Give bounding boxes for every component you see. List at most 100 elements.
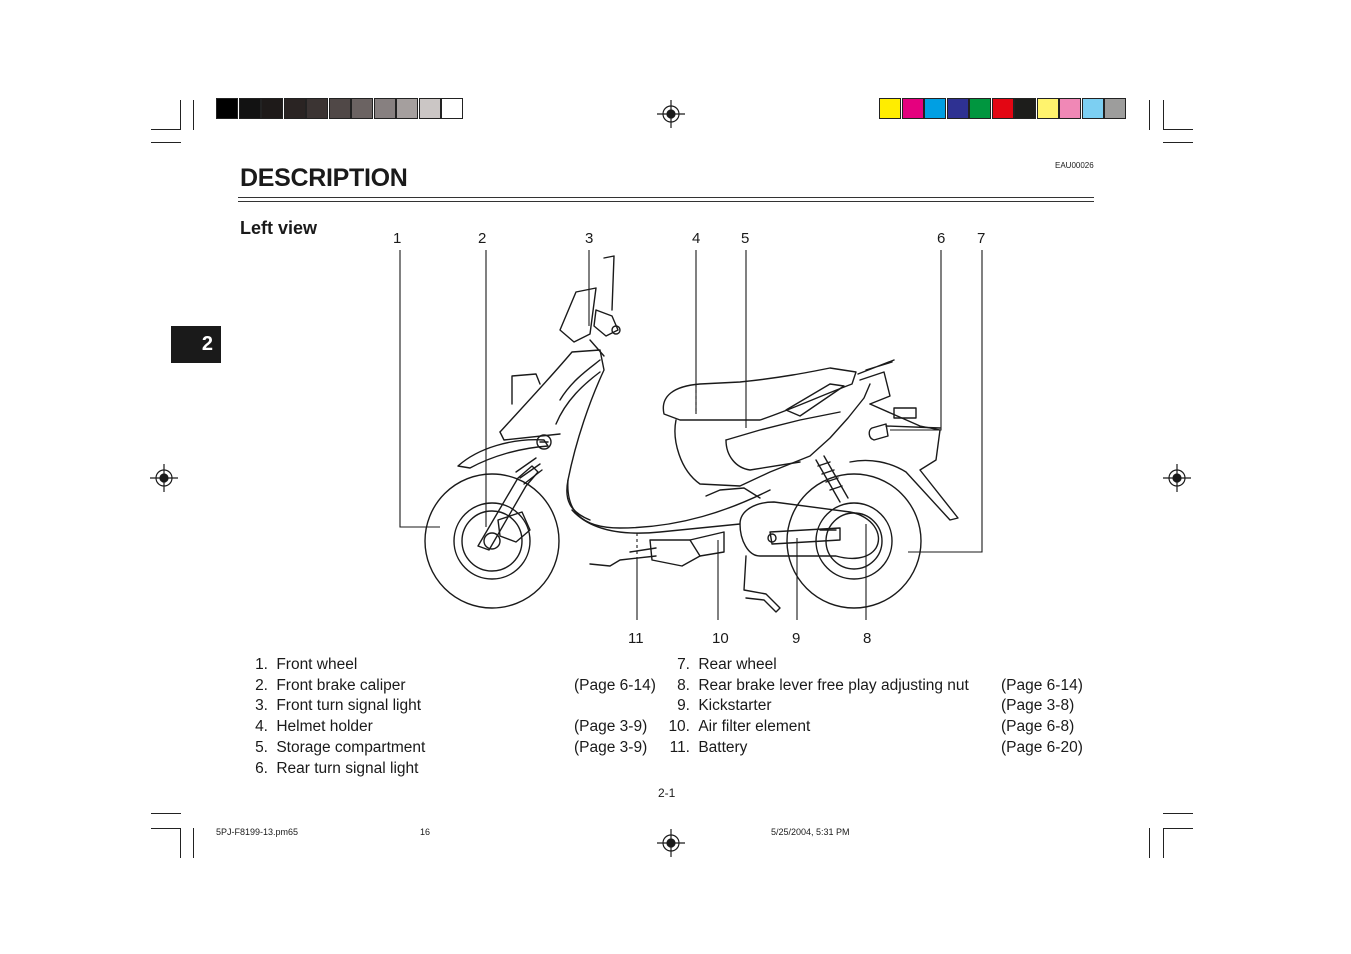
- color-swatch: [901, 98, 924, 119]
- legend-item: 4. Helmet holder: [242, 718, 373, 736]
- color-swatch: [351, 98, 373, 119]
- front-fender: [457, 439, 549, 469]
- color-swatch: [946, 98, 969, 119]
- callout-number: 7: [977, 230, 986, 247]
- legend-label: Front turn signal light: [276, 697, 422, 714]
- page-number: 2-1: [658, 786, 676, 800]
- title-rule: [238, 197, 1094, 198]
- rear-turn-signal: [868, 407, 941, 441]
- registration-target-icon: [1163, 464, 1191, 492]
- callout-number: 4: [692, 230, 701, 247]
- title-rule: [238, 201, 1094, 202]
- kickstand: [743, 555, 781, 613]
- callout-number: 5: [741, 230, 750, 247]
- legend-page-ref: (Page 3-9): [574, 718, 648, 735]
- color-swatch: [991, 98, 1014, 119]
- callout-number: 1: [393, 230, 402, 247]
- callout-number: 8: [863, 630, 872, 647]
- legend-label: Rear brake lever free play adjusting nut: [698, 677, 969, 694]
- callout-number: 9: [792, 630, 801, 647]
- section-tab: 2: [171, 326, 221, 363]
- color-swatch: [1104, 98, 1126, 119]
- color-swatch: [924, 98, 946, 119]
- legend-item: 2. Front brake caliper: [242, 677, 406, 695]
- legend-number: 10.: [668, 718, 690, 735]
- legend-page-ref: (Page 6-8): [1001, 718, 1075, 735]
- legend-item: 8. Rear brake lever free play adjusting …: [664, 677, 969, 695]
- legend-label: Kickstarter: [698, 697, 772, 714]
- front-body: [499, 349, 605, 521]
- legend-label: Air filter element: [698, 718, 811, 735]
- registration-target-icon: [150, 464, 178, 492]
- legend-label: Front wheel: [276, 656, 358, 673]
- color-swatch: [238, 98, 261, 119]
- section-tab-number: 2: [201, 333, 213, 355]
- callout-number: 2: [478, 230, 487, 247]
- legend-page-ref: (Page 6-20): [1001, 739, 1083, 756]
- color-swatch: [261, 98, 283, 119]
- swingarm: [739, 501, 880, 560]
- handlebar: [559, 255, 621, 357]
- legend-label: Helmet holder: [276, 718, 373, 735]
- color-swatch: [306, 98, 328, 119]
- callout-number: 11: [628, 630, 644, 647]
- floorboard: [567, 479, 771, 567]
- legend-item: 6. Rear turn signal light: [242, 760, 418, 778]
- legend-page-ref: (Page 6-14): [1001, 677, 1083, 694]
- legend-page-ref: (Page 6-14): [574, 677, 656, 694]
- color-swatch: [418, 98, 441, 119]
- page-title: DESCRIPTION: [240, 164, 408, 192]
- color-swatch: [1014, 98, 1036, 119]
- legend-number: 2.: [255, 677, 268, 694]
- legend-number: 6.: [255, 760, 268, 777]
- front-fork: [477, 457, 543, 551]
- callout-number: 6: [937, 230, 946, 247]
- legend-number: 1.: [255, 656, 268, 673]
- legend-item: 9. Kickstarter: [664, 697, 772, 715]
- footer-page: 16: [420, 827, 431, 837]
- legend-item: 7. Rear wheel: [664, 656, 777, 674]
- legend-label: Battery: [698, 739, 748, 756]
- legend-item: 11. Battery: [664, 739, 748, 757]
- legend-label: Rear turn signal light: [276, 760, 419, 777]
- legend-number: 7.: [677, 656, 690, 673]
- legend-label: Storage compartment: [276, 739, 426, 756]
- registration-target-icon: [657, 829, 685, 857]
- color-swatch: [879, 98, 901, 119]
- rear-shock: [815, 455, 849, 503]
- color-swatch: [396, 98, 418, 119]
- legend-item: 1. Front wheel: [242, 656, 357, 674]
- legend-label: Front brake caliper: [276, 677, 406, 694]
- legend-number: 8.: [677, 677, 690, 694]
- color-swatch: [216, 98, 238, 119]
- legend-number: 5.: [255, 739, 268, 756]
- seat: [662, 359, 895, 421]
- legend-item: 3. Front turn signal light: [242, 697, 421, 715]
- rear-fender: [849, 403, 959, 521]
- callout-number: 3: [585, 230, 594, 247]
- registration-target-icon: [657, 100, 685, 128]
- color-swatch: [373, 98, 396, 119]
- legend-number: 11.: [669, 739, 690, 756]
- legend-page-ref: (Page 3-8): [1001, 697, 1075, 714]
- color-swatch: [1081, 98, 1104, 119]
- legend-number: 3.: [255, 697, 268, 714]
- legend-item: 5. Storage compartment: [242, 739, 425, 757]
- legend-number: 9.: [677, 697, 690, 714]
- side-body: [674, 371, 891, 487]
- legend-page-ref: (Page 3-9): [574, 739, 648, 756]
- footer-filename: 5PJ-F8199-13.pm65: [216, 827, 299, 837]
- legend-label: Rear wheel: [698, 656, 777, 673]
- front-wheel: [424, 473, 560, 609]
- leader-lines: [399, 250, 983, 620]
- color-swatch: [328, 98, 351, 119]
- legend-number: 4.: [255, 718, 268, 735]
- color-swatch: [969, 98, 991, 119]
- view-title: Left view: [240, 218, 318, 238]
- callout-number: 10: [712, 630, 729, 647]
- color-swatch: [441, 98, 463, 119]
- color-swatch: [1036, 98, 1059, 119]
- engine: [705, 487, 761, 499]
